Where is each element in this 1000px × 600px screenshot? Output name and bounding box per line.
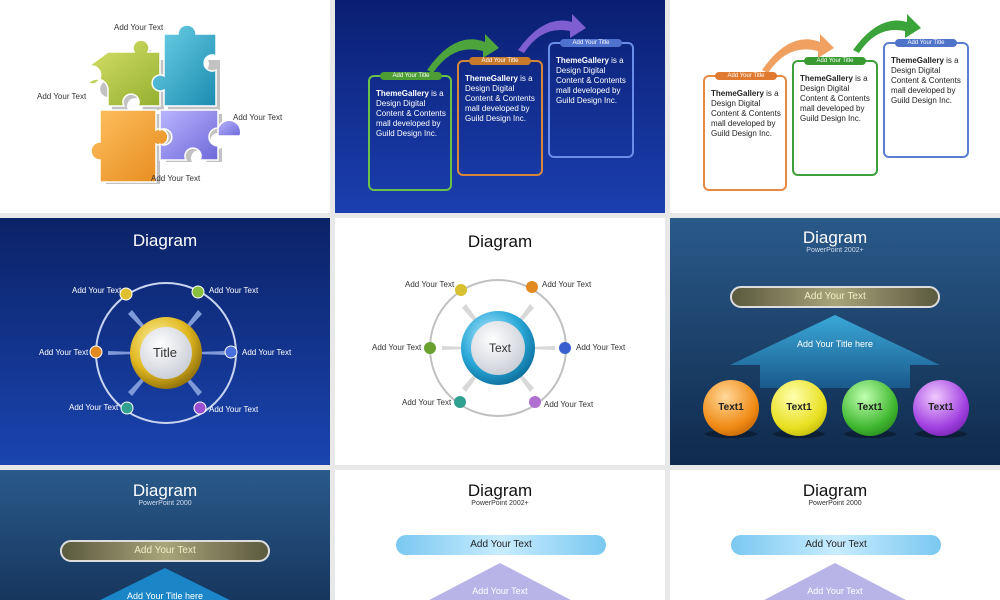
card-pill: Add Your Title: [804, 57, 866, 65]
cycle-label: Add Your Text: [69, 404, 118, 412]
cycle-label: Add Your Text: [372, 344, 421, 352]
cycle-label: Add Your Text: [242, 349, 291, 357]
node-icon: [455, 284, 467, 296]
card-body: ThemeGallery is a Design Digital Content…: [891, 56, 963, 106]
node-icon: [192, 286, 204, 298]
cycle-label: Add Your Text: [402, 399, 451, 407]
card-pill: Add Your Title: [560, 39, 622, 47]
puzzle-label-left: Add Your Text: [37, 93, 86, 101]
sphere-orange[interactable]: Text1: [703, 380, 759, 436]
node-icon: [120, 288, 132, 300]
card-green[interactable]: Add Your Title ThemeGallery is a Design …: [792, 60, 878, 176]
arrow-graphic: [0, 470, 330, 600]
arrow-label: Add Your Text: [670, 587, 1000, 596]
triangle-diagram-tile-dark[interactable]: Diagram PowerPoint 2000 Add Your Text Ad…: [0, 470, 330, 600]
puzzle-piece-orange: [91, 110, 168, 182]
card-blue[interactable]: Add Your Title ThemeGallery is a Design …: [883, 42, 969, 158]
cycle-label: Add Your Text: [39, 349, 88, 357]
cycle-label: Add Your Text: [72, 287, 121, 295]
spheres-diagram-tile[interactable]: Diagram PowerPoint 2002+ Add Your Text A…: [670, 218, 1000, 465]
card-body: ThemeGallery is a Design Digital Content…: [465, 74, 537, 124]
cards-diagram-tile-white[interactable]: Add Your Title ThemeGallery is a Design …: [670, 0, 1000, 213]
cycle-label: Add Your Text: [209, 406, 258, 414]
arrow-graphic: [335, 470, 665, 600]
card-orange[interactable]: Add Your Title ThemeGallery is a Design …: [703, 75, 787, 191]
cycle-diagram-tile-blue[interactable]: Diagram Title Add Your Text Add Your Tex…: [0, 218, 330, 465]
cycle-label: Add Your Text: [544, 401, 593, 409]
node-icon: [454, 396, 466, 408]
cycle-diagram-tile-white[interactable]: Diagram Text Add Your Text Add Your Text…: [335, 218, 665, 465]
triangle-diagram-tile-white-2000[interactable]: Diagram PowerPoint 2000 Add Your Text Ad…: [670, 470, 1000, 600]
arrow-graphic: [670, 470, 1000, 600]
sphere-yellow[interactable]: Text1: [771, 380, 827, 436]
puzzle-label-top: Add Your Text: [114, 24, 163, 32]
card-pill: Add Your Title: [715, 72, 777, 80]
card-blue[interactable]: Add Your Title ThemeGallery is a Design …: [548, 42, 634, 158]
node-icon: [194, 402, 206, 414]
card-body: ThemeGallery is a Design Digital Content…: [556, 56, 628, 106]
node-icon: [526, 281, 538, 293]
sphere-purple[interactable]: Text1: [913, 380, 969, 436]
card-orange[interactable]: Add Your Title ThemeGallery is a Design …: [457, 60, 543, 176]
puzzle-label-right: Add Your Text: [233, 114, 282, 122]
cards-diagram-tile-blue[interactable]: Add Your Title ThemeGallery is a Design …: [335, 0, 665, 213]
cycle-label: Add Your Text: [209, 287, 258, 295]
cycle-label: Add Your Text: [405, 281, 454, 289]
node-icon: [121, 402, 133, 414]
card-pill: Add Your Title: [469, 57, 531, 65]
puzzle-diagram-tile[interactable]: Add Your Text Add Your Text Add Your Tex…: [0, 0, 330, 213]
card-pill: Add Your Title: [895, 39, 957, 47]
card-pill: Add Your Title: [380, 72, 442, 80]
card-body: ThemeGallery is a Design Digital Content…: [800, 74, 872, 124]
arrow-label: Add Your Title here: [670, 340, 1000, 349]
cycle-graphic: [0, 218, 330, 465]
triangle-diagram-tile-white-2002[interactable]: Diagram PowerPoint 2002+ Add Your Text A…: [335, 470, 665, 600]
node-icon: [529, 396, 541, 408]
card-body: ThemeGallery is a Design Digital Content…: [376, 89, 446, 139]
sphere-green[interactable]: Text1: [842, 380, 898, 436]
card-green[interactable]: Add Your Title ThemeGallery is a Design …: [368, 75, 452, 191]
cycle-label: Add Your Text: [542, 281, 591, 289]
card-body: ThemeGallery is a Design Digital Content…: [711, 89, 781, 139]
cycle-label: Add Your Text: [576, 344, 625, 352]
arrow-label: Add Your Text: [335, 587, 665, 596]
arrow-label: Add Your Title here: [0, 592, 330, 600]
puzzle-label-bottom: Add Your Text: [151, 175, 200, 183]
